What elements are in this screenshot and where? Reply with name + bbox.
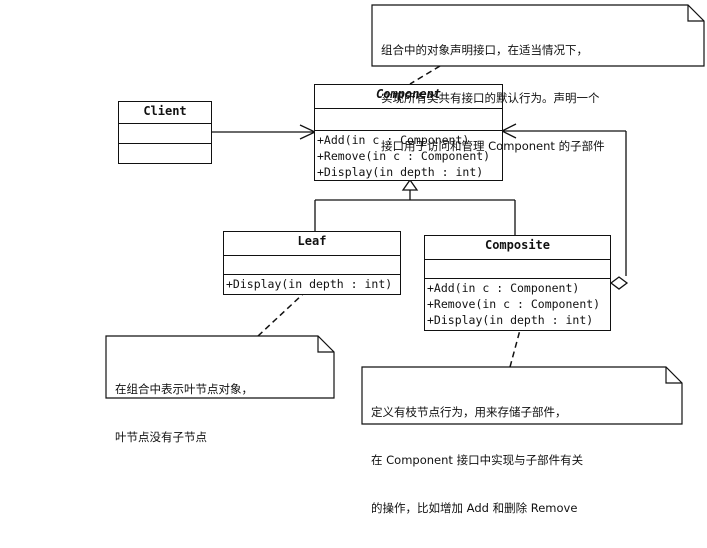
component-op-display: +Display(in depth : int) xyxy=(317,165,484,179)
class-composite[interactable]: Composite +Add(in c : Component) +Remove… xyxy=(424,235,611,331)
leaf-note-link xyxy=(257,293,304,337)
component-note-line: 接口用于访问和管理 Component 的子部件 xyxy=(381,139,605,153)
leaf-note-text: 在组合中表示叶节点对象， 叶节点没有子节点 xyxy=(115,349,253,477)
class-client[interactable]: Client xyxy=(118,101,212,164)
diagram-connectors xyxy=(105,4,705,425)
class-component-title: Component xyxy=(375,87,442,101)
leaf-note-line: 叶节点没有子节点 xyxy=(115,430,207,444)
composite-op-remove: +Remove(in c : Component) xyxy=(427,297,601,311)
component-op-add: +Add(in c : Component) xyxy=(317,133,470,147)
class-client-title: Client xyxy=(143,104,187,118)
component-note-text: 组合中的对象声明接口，在适当情况下， 实现所有类共有接口的默认行为。声明一个 接… xyxy=(381,10,605,186)
generalization-triangle xyxy=(401,178,419,191)
composite-note-line: 在 Component 接口中实现与子部件有关 xyxy=(371,453,584,467)
aggregation-diamond xyxy=(609,276,629,290)
composite-note-shape xyxy=(361,366,683,425)
leaf-op-display: +Display(in depth : int) xyxy=(226,277,393,291)
composite-note-line: 的操作，比如增加 Add 和删除 Remove xyxy=(371,501,578,515)
component-note-shape xyxy=(371,4,705,67)
component-note-link xyxy=(409,65,441,85)
class-component[interactable]: Component +Add(in c : Component) +Remove… xyxy=(314,84,503,181)
composite-op-add: +Add(in c : Component) xyxy=(427,281,580,295)
composite-op-display: +Display(in depth : int) xyxy=(427,313,594,327)
uml-diagram: Client Component +Add(in c : Component) … xyxy=(105,4,705,515)
class-composite-title: Composite xyxy=(484,238,551,252)
leaf-note-shape xyxy=(105,335,335,399)
composite-note-text: 定义有枝节点行为，用来存储子部件， 在 Component 接口中实现与子部件有… xyxy=(371,372,583,548)
class-leaf[interactable]: Leaf +Display(in depth : int) xyxy=(223,231,401,295)
composite-note-line: 定义有枝节点行为，用来存储子部件， xyxy=(371,405,567,419)
class-leaf-title: Leaf xyxy=(297,234,327,248)
component-note-line: 组合中的对象声明接口，在适当情况下， xyxy=(381,43,588,57)
leaf-note-line: 在组合中表示叶节点对象， xyxy=(115,382,253,396)
composite-note-link xyxy=(509,329,521,368)
component-note-line: 实现所有类共有接口的默认行为。声明一个 xyxy=(381,91,600,105)
component-op-remove: +Remove(in c : Component) xyxy=(317,149,491,163)
